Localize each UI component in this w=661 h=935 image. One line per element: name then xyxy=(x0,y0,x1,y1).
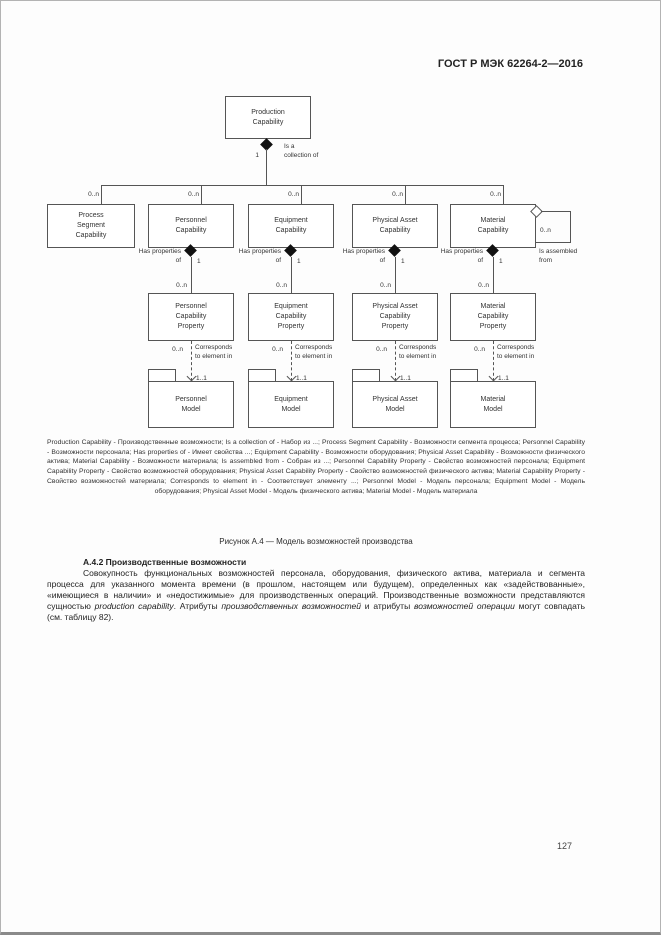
multiplicity-label: 0..n xyxy=(276,282,287,289)
association-label-has-properties-of: Has properties of xyxy=(138,248,181,264)
body-text: . Атрибуты xyxy=(173,601,222,611)
association-line xyxy=(101,185,102,204)
association-label-corresponds-to: Corresponds to element in xyxy=(295,344,333,360)
association-line xyxy=(541,211,571,212)
class-box-physical-asset-capability: Physical Asset Capability xyxy=(352,204,438,248)
dashed-dependency-line xyxy=(291,341,292,381)
association-label-has-properties-of: Has properties of xyxy=(440,248,483,264)
class-box-production-capability: Production Capability xyxy=(225,96,311,139)
multiplicity-label: 0..n xyxy=(490,191,501,198)
multiplicity-label: 1..1 xyxy=(196,375,207,382)
multiplicity-label: 0..n xyxy=(288,191,299,198)
dashed-dependency-line xyxy=(493,341,494,381)
association-line xyxy=(493,257,494,293)
class-box-personnel-capability-property: Personnel Capability Property xyxy=(148,293,234,341)
multiplicity-label: 0..n xyxy=(540,227,551,234)
association-line xyxy=(266,149,267,186)
package-material-model: Material Model xyxy=(450,381,536,428)
multiplicity-label: 1..1 xyxy=(498,375,509,382)
arrowhead-icon xyxy=(186,371,197,382)
body-text: Совокупность функциональных возможностей… xyxy=(47,568,585,611)
body-text-italic: возможностей операции xyxy=(413,601,515,611)
association-label-corresponds-to: Corresponds to element in xyxy=(497,344,535,360)
class-box-equipment-capability-property: Equipment Capability Property xyxy=(248,293,334,341)
association-line xyxy=(301,185,302,204)
multiplicity-label: 0..n xyxy=(478,282,489,289)
multiplicity-label: 1..1 xyxy=(400,375,411,382)
package-personnel-model: Personnel Model xyxy=(148,381,234,428)
class-box-material-capability-property: Material Capability Property xyxy=(450,293,536,341)
class-box-material-capability: Material Capability xyxy=(450,204,536,248)
body-text: и атрибуты xyxy=(360,601,414,611)
arrowhead-icon xyxy=(390,371,401,382)
association-line xyxy=(405,185,406,204)
association-label-has-properties-of: Has properties of xyxy=(238,248,281,264)
multiplicity-label: 1 xyxy=(499,258,503,265)
association-line xyxy=(503,185,504,204)
association-label-corresponds-to: Corresponds to element in xyxy=(195,344,233,360)
multiplicity-label: 0..n xyxy=(176,282,187,289)
arrowhead-icon xyxy=(286,371,297,382)
association-line xyxy=(191,257,192,293)
section-body: Совокупность функциональных возможностей… xyxy=(47,568,585,623)
multiplicity-label: 1..1 xyxy=(296,375,307,382)
body-text: могут совпадать (см. таблицу 82). xyxy=(47,601,586,622)
dashed-dependency-line xyxy=(395,341,396,381)
package-physical-asset-model: Physical Asset Model xyxy=(352,381,438,428)
multiplicity-label: 1 xyxy=(197,258,201,265)
section-heading: А.4.2 Производственные возможности xyxy=(83,557,247,567)
body-text-italic: производственных возможностей xyxy=(221,601,361,611)
class-box-personnel-capability: Personnel Capability xyxy=(148,204,234,248)
multiplicity-label: 0..n xyxy=(88,191,99,198)
multiplicity-label: 0..n xyxy=(272,346,283,353)
package-equipment-model: Equipment Model xyxy=(248,381,334,428)
multiplicity-label: 0..n xyxy=(376,346,387,353)
multiplicity-label: 0..n xyxy=(474,346,485,353)
multiplicity-label: 0..n xyxy=(380,282,391,289)
multiplicity-label: 1 xyxy=(255,152,259,159)
dashed-dependency-line xyxy=(191,341,192,381)
class-box-physical-asset-capability-property: Physical Asset Capability Property xyxy=(352,293,438,341)
multiplicity-label: 0..n xyxy=(172,346,183,353)
page-number: 127 xyxy=(557,841,573,851)
figure-legend: Production Capability - Производственные… xyxy=(47,439,585,495)
association-line xyxy=(570,211,571,243)
association-label-is-assembled-from: Is assembled from xyxy=(539,248,578,264)
multiplicity-label: 1 xyxy=(297,258,301,265)
association-label-corresponds-to: Corresponds to element in xyxy=(399,344,437,360)
multiplicity-label: 1 xyxy=(401,258,405,265)
multiplicity-label: 0..n xyxy=(392,191,403,198)
class-box-equipment-capability: Equipment Capability xyxy=(248,204,334,248)
running-header: ГОСТ Р МЭК 62264-2—2016 xyxy=(437,58,583,70)
body-text-italic: production capability xyxy=(94,601,174,611)
figure-caption: Рисунок А.4 — Модель возможностей произв… xyxy=(219,537,413,546)
association-label-has-properties-of: Has properties of xyxy=(342,248,385,264)
class-box-process-segment-capability: Process Segment Capability xyxy=(47,204,135,248)
association-line xyxy=(395,257,396,293)
association-line xyxy=(291,257,292,293)
association-line xyxy=(201,185,202,204)
multiplicity-label: 0..n xyxy=(188,191,199,198)
association-line xyxy=(101,185,504,186)
arrowhead-icon xyxy=(488,371,499,382)
association-label-is-a-collection-of: Is a collection of xyxy=(284,143,319,159)
association-line xyxy=(536,242,571,243)
